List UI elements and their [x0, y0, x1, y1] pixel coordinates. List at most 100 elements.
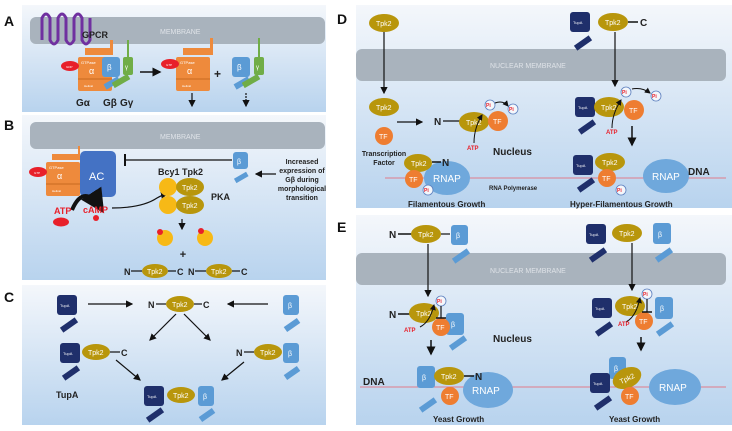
panel-letter-e: E: [337, 219, 346, 235]
svg-text:Helical: Helical: [182, 84, 191, 88]
svg-text:GTP: GTP: [34, 171, 40, 175]
expression-note: Increased expression of Gβ during morpho…: [278, 159, 326, 202]
svg-text:γ: γ: [256, 65, 259, 71]
svg-text:Pi: Pi: [437, 299, 442, 305]
dna-label: DNA: [363, 377, 385, 388]
atp-label: ATP: [54, 206, 71, 216]
tupa-label: TupA: [56, 390, 79, 400]
hyper-filamentous-growth-caption: Hyper-Filamentous Growth: [570, 200, 673, 209]
yeast-growth-caption-left: Yeast Growth: [433, 415, 484, 424]
svg-text:Tpk2: Tpk2: [466, 120, 482, 127]
rnap-complex-yeast-left: RNAP β Tpk2 N TF: [417, 366, 513, 413]
svg-text:GDP: GDP: [66, 65, 73, 69]
tupa-tpk2-complex: TupA Tpk2 C: [60, 343, 128, 381]
pka-holoenzyme: Tpk2 Tpk2: [159, 178, 204, 214]
nuclear-membrane-label: NUCLEAR MEMBRANE: [490, 63, 566, 70]
rnap-complex-hyper-filamentous: RNAP TupA Tpk2 TF Pi: [573, 153, 689, 196]
camp-icon: [157, 229, 163, 235]
svg-text:TF: TF: [639, 319, 648, 326]
nuclear-membrane: [356, 49, 726, 81]
svg-text:TF: TF: [602, 176, 611, 183]
svg-text:Tpk2: Tpk2: [88, 350, 104, 357]
svg-text:RNAP: RNAP: [659, 383, 687, 394]
svg-text:C: C: [177, 267, 184, 277]
svg-text:Tpk2: Tpk2: [260, 350, 276, 357]
g-beta-gamma-dimer: β γ: [232, 38, 264, 108]
tpk2-label: Tpk2: [376, 21, 392, 28]
membrane: [30, 17, 325, 44]
svg-text:β: β: [288, 351, 292, 358]
nuclear-membrane-label: NUCLEAR MEMBRANE: [490, 268, 566, 275]
svg-text:β: β: [203, 394, 207, 401]
arrow: [149, 313, 177, 341]
g-beta-label: Gβ: [103, 98, 117, 109]
svg-text:TF: TF: [379, 134, 388, 141]
svg-text:Tpk2: Tpk2: [602, 160, 618, 167]
membrane: [30, 122, 325, 149]
svg-text:TupA: TupA: [589, 232, 599, 237]
svg-text:Tpk2: Tpk2: [441, 374, 457, 381]
panel-e: E NUCLEAR MEMBRANE N Tpk2 β N Tpk2 β TF: [337, 215, 732, 425]
svg-text:β: β: [422, 375, 426, 382]
gtp-icon: [29, 167, 47, 177]
tpk2-protein: [369, 98, 399, 116]
tf-label: Transcription: [362, 151, 406, 158]
panel-a: A MEMBRANE GPCR GTPase α Helical GDP β γ: [4, 5, 326, 112]
svg-text:Tpk2: Tpk2: [173, 393, 189, 400]
svg-text:TF: TF: [436, 325, 445, 332]
rnap-label: RNA Polymerase: [489, 186, 538, 192]
svg-text:β: β: [288, 303, 292, 310]
svg-text:RNAP: RNAP: [652, 172, 680, 183]
svg-text:RNAP: RNAP: [433, 174, 461, 185]
svg-text:Tpk2: Tpk2: [619, 231, 635, 238]
svg-text:Pi: Pi: [509, 107, 514, 113]
svg-text:ATP: ATP: [618, 322, 630, 328]
svg-text:N: N: [389, 310, 396, 321]
g-gamma-label: Gγ: [120, 98, 134, 109]
svg-text:Tpk2: Tpk2: [147, 269, 163, 276]
svg-text:Pi: Pi: [424, 188, 429, 194]
svg-text:Pi: Pi: [643, 292, 648, 298]
svg-text:TF: TF: [409, 177, 418, 184]
svg-text:ATP: ATP: [606, 130, 618, 136]
camp-icon: [198, 228, 204, 234]
svg-text:GTPase: GTPase: [180, 60, 195, 65]
arrow: [115, 359, 141, 381]
ac-label: AC: [89, 171, 104, 183]
camp-icon: [93, 215, 99, 221]
svg-text:N: N: [475, 372, 482, 383]
svg-text:TF: TF: [445, 394, 454, 401]
g-gamma-subunit: γ: [111, 40, 133, 89]
svg-text:Tpk2: Tpk2: [172, 302, 188, 309]
svg-text:C: C: [121, 348, 128, 358]
svg-text:ATP: ATP: [404, 328, 416, 334]
free-tpk2-pair: N Tpk2 C N Tpk2 C: [124, 264, 248, 278]
svg-text:RNAP: RNAP: [472, 386, 500, 397]
nucleus-label: Nucleus: [493, 147, 532, 158]
svg-text:TF: TF: [493, 119, 502, 126]
plus-sign: +: [214, 67, 221, 81]
tpk2-label: Tpk2: [182, 167, 203, 177]
panel-d: D NUCLEAR MEMBRANE Tpk2 Tpk2 TF Transcri…: [337, 5, 732, 209]
svg-text:Tpk2: Tpk2: [601, 105, 617, 112]
tupa-tpk2-tf-phosphorylation: TupA Tpk2 TF Pi Pi ATP: [575, 86, 662, 136]
g-alpha-dissociated: GTPase α Helical GTP: [161, 38, 213, 108]
svg-text:Pi: Pi: [617, 188, 622, 194]
svg-text:GTPase: GTPase: [81, 60, 96, 65]
beta-protein: β: [283, 295, 301, 333]
svg-text:β: β: [614, 366, 618, 373]
svg-text:β: β: [451, 322, 455, 329]
svg-text:TF: TF: [625, 394, 634, 401]
conversion-arrow: [70, 186, 105, 214]
svg-text:Tpk2: Tpk2: [182, 203, 198, 210]
dna-label: DNA: [688, 167, 710, 178]
arrow: [183, 313, 211, 341]
svg-text:TupA: TupA: [578, 105, 588, 110]
svg-text:α: α: [57, 171, 62, 181]
svg-text:β: β: [660, 306, 664, 313]
tpk2-beta-complex: N Tpk2 β: [389, 225, 471, 264]
svg-text:N: N: [148, 300, 155, 310]
filamentous-growth-caption: Filamentous Growth: [408, 200, 485, 209]
svg-text:TupA: TupA: [573, 20, 583, 25]
tupa-tpk2-complex: TupA Tpk2 C: [570, 12, 647, 51]
